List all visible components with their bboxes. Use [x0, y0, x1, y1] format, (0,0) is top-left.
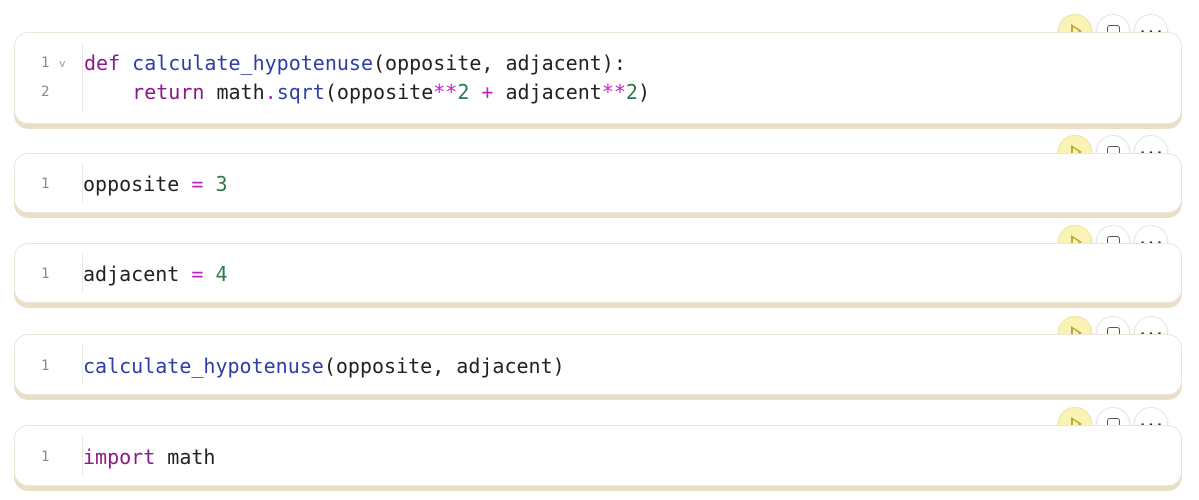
module-token: math — [204, 80, 265, 104]
keyword-token: import — [83, 445, 156, 469]
code-line[interactable]: return math.sqrt(opposite**2 + adjacent*… — [84, 80, 650, 104]
arg-token: (opposite — [324, 80, 434, 104]
variable-token: adjacent — [83, 262, 192, 286]
operator-token: + — [469, 80, 506, 104]
line-gutter: 1 — [15, 244, 83, 302]
operator-token: . — [264, 80, 277, 104]
code-line[interactable]: adjacent = 4 — [83, 262, 228, 286]
code-cell[interactable]: 1 opposite = 3 — [14, 153, 1182, 213]
keyword-token: def — [84, 51, 121, 75]
operator-token: = — [191, 172, 204, 196]
line-number: 1 — [41, 55, 50, 71]
code-cell[interactable]: 1 adjacent = 4 — [14, 243, 1182, 303]
gutter-divider — [82, 164, 83, 202]
play-icon — [1071, 326, 1082, 340]
indent-token — [84, 80, 132, 104]
line-gutter: 1 — [15, 426, 83, 485]
play-icon — [1071, 145, 1082, 159]
module-token: math — [155, 445, 216, 469]
function-name-token: calculate_hypotenuse — [132, 51, 373, 75]
keyword-token: return — [132, 80, 205, 104]
code-line[interactable]: opposite = 3 — [83, 172, 228, 196]
line-gutter: 1 — [15, 154, 83, 212]
number-token: 2 — [457, 80, 470, 104]
code-cell[interactable]: 1 v 2 def calculate_hypotenuse(opposite,… — [14, 32, 1182, 124]
code-line[interactable]: def calculate_hypotenuse(opposite, adjac… — [84, 51, 626, 75]
play-icon — [1071, 417, 1082, 431]
line-number: 1 — [41, 358, 50, 374]
code-cell[interactable]: 1 import math — [14, 425, 1182, 486]
operator-token: = — [191, 262, 204, 286]
line-number: 1 — [41, 176, 50, 192]
function-name-token: calculate_hypotenuse — [83, 354, 324, 378]
arg-token: adjacent — [505, 80, 602, 104]
params-token: (opposite, adjacent): — [373, 51, 626, 75]
line-number: 1 — [41, 266, 50, 282]
operator-token: ** — [433, 80, 458, 104]
args-token: (opposite, adjacent) — [323, 354, 565, 378]
fold-toggle-icon[interactable]: v — [59, 57, 66, 70]
gutter-divider — [82, 436, 83, 475]
code-cell[interactable]: 1 calculate_hypotenuse(opposite, adjacen… — [14, 334, 1182, 395]
code-line[interactable]: import math — [83, 445, 215, 469]
play-icon — [1071, 235, 1082, 249]
gutter-divider — [82, 43, 83, 113]
number-token: 2 — [625, 80, 638, 104]
paren-token: ) — [637, 80, 651, 104]
gutter-divider — [82, 345, 83, 384]
line-number: 2 — [41, 84, 50, 100]
code-line[interactable]: calculate_hypotenuse(opposite, adjacent) — [83, 354, 565, 378]
function-name-token: sqrt — [276, 80, 325, 104]
gutter-divider — [82, 254, 83, 292]
operator-token: ** — [601, 80, 626, 104]
number-token: 4 — [203, 262, 228, 286]
play-icon — [1071, 24, 1082, 38]
line-gutter: 1 — [15, 335, 83, 394]
line-gutter: 1 v 2 — [15, 33, 83, 123]
line-number: 1 — [41, 449, 50, 465]
number-token: 3 — [203, 172, 228, 196]
variable-token: opposite — [83, 172, 192, 196]
